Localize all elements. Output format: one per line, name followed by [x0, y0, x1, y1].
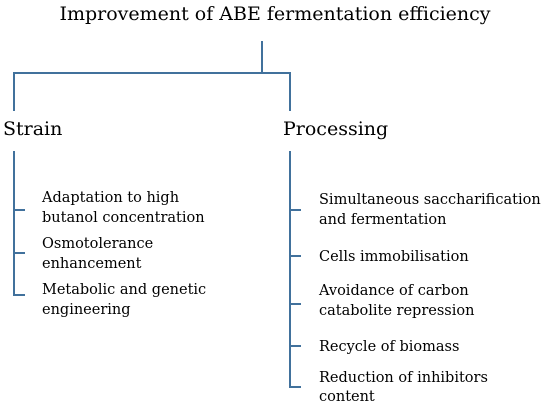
category-processing: Processing — [283, 118, 388, 140]
processing-item-2-line-1: Cells immobilisation — [319, 249, 469, 265]
category-strain: Strain — [3, 118, 62, 140]
processing-item-1-line-1: Simultaneous saccharification — [319, 192, 541, 208]
strain-item-1-line-1: Adaptation to high — [41, 190, 179, 206]
connector-lines — [13, 41, 301, 388]
strain-item-3-line-2: engineering — [42, 302, 131, 318]
processing-item-5-line-2: content — [319, 389, 375, 405]
processing-item-5-line-1: Reduction of inhibitors — [319, 370, 488, 386]
processing-item-2: Cells immobilisation — [319, 249, 469, 265]
processing-item-3: Avoidance of carbon catabolite repressio… — [318, 283, 474, 319]
processing-item-3-line-2: catabolite repression — [319, 303, 474, 319]
strain-item-2-line-1: Osmotolerance — [42, 236, 153, 252]
strain-item-3-line-1: Metabolic and genetic — [42, 282, 206, 298]
processing-item-1: Simultaneous saccharification and fermen… — [319, 192, 541, 228]
strain-item-1: Adaptation to high butanol concentration — [41, 190, 205, 226]
strain-item-1-line-2: butanol concentration — [42, 210, 205, 226]
strain-item-2: Osmotolerance enhancement — [42, 236, 153, 272]
processing-item-3-line-1: Avoidance of carbon — [318, 283, 469, 299]
processing-item-4: Recycle of biomass — [319, 339, 459, 355]
processing-item-5: Reduction of inhibitors content — [319, 370, 488, 405]
processing-item-1-line-2: and fermentation — [319, 212, 446, 228]
strain-item-2-line-2: enhancement — [42, 256, 142, 272]
diagram-title: Improvement of ABE fermentation efficien… — [59, 3, 490, 25]
strain-item-3: Metabolic and genetic engineering — [42, 282, 206, 318]
processing-item-4-line-1: Recycle of biomass — [319, 339, 459, 355]
